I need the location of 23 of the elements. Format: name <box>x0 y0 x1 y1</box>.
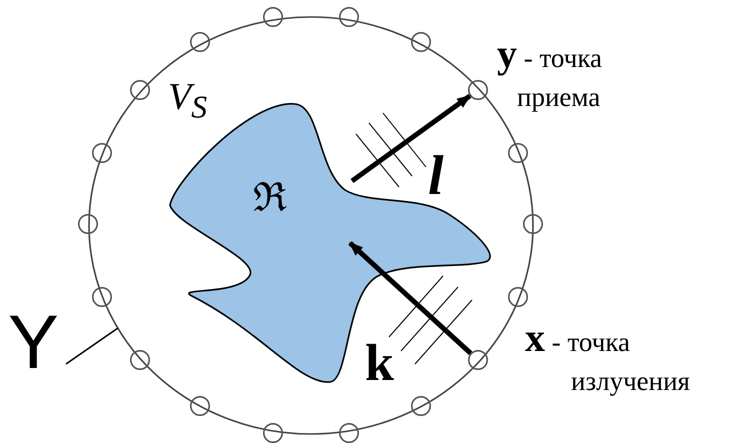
region-symbol: ℜ <box>253 178 287 218</box>
leader-line <box>66 327 118 365</box>
wave-arrow <box>348 241 472 356</box>
vector-label: k <box>365 338 394 390</box>
region-label: V$_{S}$ <box>168 78 208 124</box>
sensor-circle <box>130 350 150 370</box>
boundary-label: Y <box>8 305 59 381</box>
sensor-circle <box>78 214 98 234</box>
sensor-circle <box>263 7 283 27</box>
sensor-circle <box>523 214 543 234</box>
sensor-circle <box>130 80 150 100</box>
sensor-circle <box>92 287 112 307</box>
sensor-circle <box>339 423 359 443</box>
point-label: y - точка приема <box>497 30 604 114</box>
wave-arrow <box>350 94 472 184</box>
sensor-circle <box>92 143 112 163</box>
vector-label: l <box>428 148 444 204</box>
sensor-circle <box>339 7 359 27</box>
point-label: x - точка излучения <box>525 314 691 398</box>
sensor-circle <box>263 423 283 443</box>
sensor-circle <box>411 32 431 52</box>
sensor-circle <box>190 32 210 52</box>
sensor-circle <box>190 396 210 416</box>
